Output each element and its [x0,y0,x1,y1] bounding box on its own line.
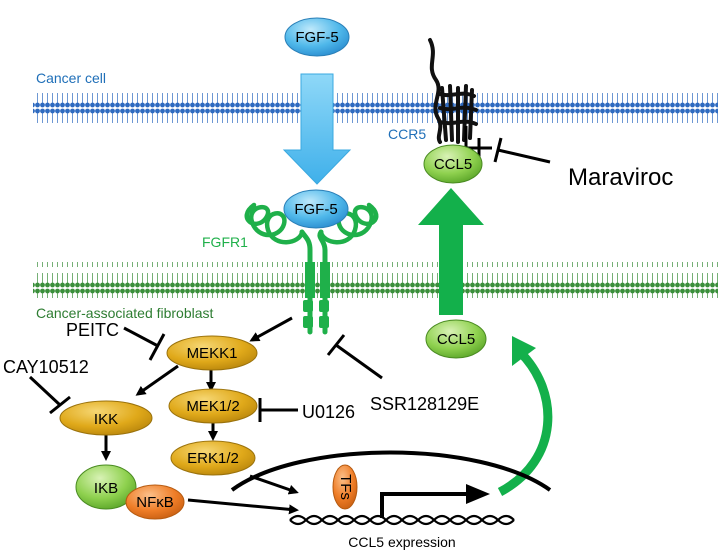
svg-text:FGF-5: FGF-5 [295,29,338,46]
fgf5-secretion-arrow [282,73,352,185]
transcription-start-arrow [380,484,490,518]
caf-membrane [33,262,718,298]
svg-text:IKK: IKK [94,411,118,428]
ccl5-lower: CCL5 [425,319,487,359]
maraviroc-label: Maraviroc [568,164,673,191]
nfkb-node: NFκB [125,484,185,520]
svg-text:FGF-5: FGF-5 [294,201,337,218]
tfs-node: TFs [332,464,358,510]
ssr128129e-label: SSR128129E [370,394,479,414]
ccl5-expression-label: CCL5 expression [348,534,455,550]
fgf5-ligand-top: FGF-5 [284,17,350,57]
svg-text:MEK1/2: MEK1/2 [186,398,239,415]
svg-text:NFκB: NFκB [136,494,174,511]
ccr5-label: CCR5 [388,126,426,142]
svg-text:CCL5: CCL5 [434,156,472,173]
fgf5-ligand-bound: FGF-5 [283,189,349,229]
fgfr1-receptor [244,202,379,335]
ccr5-receptor [428,38,478,144]
ccl5-transport-arrow [497,336,553,496]
svg-text:TFs: TFs [337,474,354,500]
ikb-node: IKB [75,464,137,510]
cay10512-label: CAY10512 [3,357,89,377]
svg-text:MEKK1: MEKK1 [187,345,238,362]
mek12-node: MEK1/2 [168,388,258,424]
cancer-cell-membrane [33,90,718,126]
fgfr1-transmembrane [303,262,330,328]
ccl5-secretion-arrow [418,188,484,315]
signaling-arrows [101,316,299,515]
dna-strand [289,514,515,526]
erk12-node: ERK1/2 [170,440,256,476]
nuclear-envelope [230,450,552,492]
cancer-cell-label: Cancer cell [36,70,106,86]
caf-label: Cancer-associated fibroblast [36,305,214,321]
peitc-label: PEITC [66,320,119,340]
ikk-node: IKK [59,400,153,436]
ccl5-upper: CCL5 [423,144,483,184]
svg-text:CCL5: CCL5 [437,331,475,348]
inhibitor-lines [28,326,383,422]
svg-text:IKB: IKB [94,480,118,497]
mekk1-node: MEKK1 [166,335,258,371]
fgfr1-label: FGFR1 [202,234,248,250]
svg-text:ERK1/2: ERK1/2 [187,450,239,467]
u0126-label: U0126 [302,402,355,422]
